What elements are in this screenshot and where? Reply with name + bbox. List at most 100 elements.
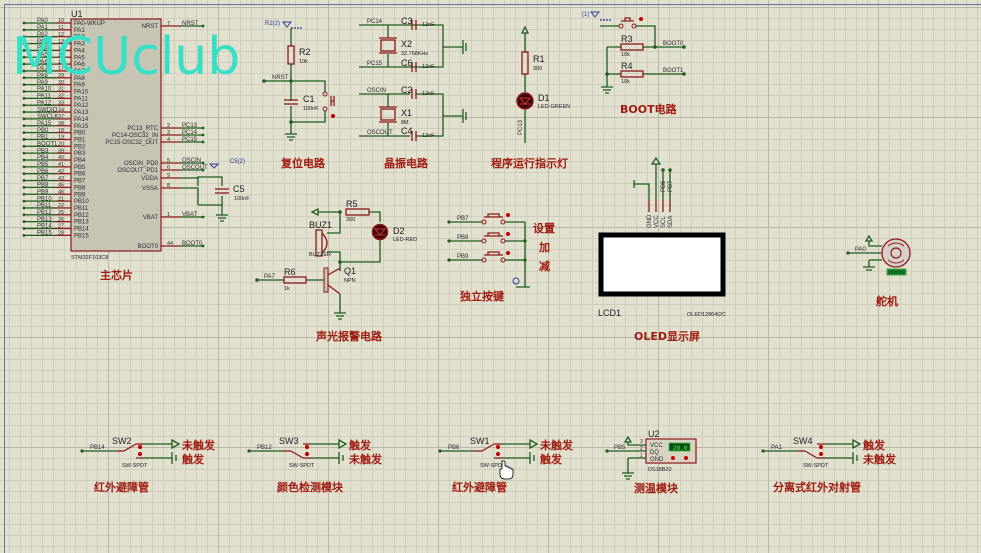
- mcu-pin-name: PA13: [74, 110, 89, 116]
- switch-ref: SW4: [793, 436, 813, 446]
- power-icon: [171, 438, 181, 450]
- d1-ref: D1: [538, 93, 550, 103]
- c5-ref: C5: [233, 184, 245, 194]
- mcu-net-label: PC14: [182, 130, 198, 136]
- mcu-net-label: PB11: [37, 203, 52, 209]
- servo-motor[interactable]: PA0 舵机: [846, 234, 911, 308]
- key-button[interactable]: PB8 加: [447, 232, 550, 254]
- u2-pin-num: 3: [640, 439, 643, 445]
- mcu-body[interactable]: [70, 18, 162, 252]
- mcu-net-label: BOOT0: [182, 241, 203, 247]
- temp-up-button[interactable]: [684, 456, 688, 460]
- r1-value: 300: [533, 66, 542, 72]
- mcu-net-label: NRST: [182, 21, 199, 27]
- led-d2[interactable]: [371, 223, 389, 241]
- u2-pin-num: 2: [640, 446, 643, 452]
- crystal-x2[interactable]: [380, 39, 396, 52]
- mcu-pin-number: 19: [58, 135, 64, 141]
- mcu-pin-number: 22: [58, 203, 64, 209]
- net-terminal[interactable]: [201, 161, 205, 165]
- mcu-pin-number: 16: [58, 59, 64, 65]
- led-title: 程序运行指示灯: [491, 156, 568, 170]
- mcu-part: STM32F103C8: [71, 255, 108, 261]
- servo-indicator: [886, 268, 907, 276]
- mcu-net-label: PC13: [182, 123, 198, 129]
- mcu-pin-number: 28: [58, 231, 64, 237]
- transistor-q1[interactable]: [323, 267, 341, 313]
- mcu-pin-name: PB9: [74, 192, 86, 198]
- reset-button[interactable]: [322, 91, 335, 118]
- net-terminal[interactable]: [201, 215, 205, 219]
- switch-title: 红外避障管: [94, 480, 149, 494]
- temp-net: PB5: [614, 445, 626, 451]
- crystal-circuit[interactable]: PC14 PC15 C3 12nF C6 12nF X2 32.768KHz O…: [359, 16, 467, 170]
- net-terminal[interactable]: [201, 133, 205, 137]
- alarm-circuit[interactable]: R5 300 BUZ1 BUZZER D2 LED-RED PA7 R6 1k …: [255, 199, 417, 343]
- u2-pin-vcc: VCC: [650, 443, 663, 449]
- temp-reading: 28.0: [673, 445, 688, 452]
- buzzer-buz1[interactable]: [315, 229, 328, 257]
- key-net: PB8: [457, 235, 469, 241]
- power-icon: [310, 207, 319, 217]
- switch-top-label: 触发: [348, 438, 372, 452]
- net-terminal[interactable]: [201, 244, 205, 248]
- key-label: 设置: [533, 221, 555, 235]
- resistor-r1[interactable]: [521, 51, 529, 75]
- boot-switch[interactable]: [618, 17, 643, 29]
- led-indicator-circuit[interactable]: R1 300 D1 LED-GREEN PC13 程序运行指示灯: [491, 25, 570, 170]
- power-icon: [864, 234, 874, 242]
- mcu-pin-number: 4: [167, 137, 170, 143]
- mcu-pin-number: 12: [58, 32, 64, 38]
- net-terminal[interactable]: [201, 140, 205, 144]
- resistor-r3[interactable]: [620, 43, 644, 51]
- mcu-net-label: PA10: [37, 87, 52, 93]
- net-terminal[interactable]: [201, 24, 205, 28]
- mcu-net-label: OSCIN: [182, 158, 201, 164]
- key-label: 加: [538, 240, 550, 254]
- mcu-pin-name: BOOT0: [138, 244, 159, 250]
- power-icon: [520, 25, 530, 34]
- crystal-x1[interactable]: [380, 108, 396, 121]
- ground-icon: [529, 452, 535, 464]
- mcu-net-label: BOOT1: [37, 142, 58, 148]
- boot-circuit[interactable]: (1) R3 10k R4 10k BOOT0 BOOT1 BOOT电路: [582, 11, 686, 116]
- switch-bottom-label: 未触发: [862, 452, 897, 466]
- net-terminal[interactable]: [201, 126, 205, 130]
- power-icon: [650, 156, 662, 165]
- net-terminal[interactable]: [201, 168, 205, 172]
- mcu-pin-name: PB4: [74, 158, 86, 164]
- mcu-net-label: PB13: [37, 217, 52, 223]
- resistor-r6[interactable]: [283, 276, 307, 284]
- temp-sensor-u2[interactable]: U2 PB5 3 2 1 VCC DQ GND 28.0 DS18B20 测温模…: [605, 429, 697, 495]
- mcu-pin-name: VBAT: [143, 215, 159, 221]
- reset-circuit[interactable]: R2(2) R2 10k NRST C1 100nF 复位电路: [262, 21, 335, 170]
- resistor-r2[interactable]: [287, 45, 295, 65]
- oled-display[interactable]: PB6 PB7 GND VCC SCL SDA LCD1 OLED12864I2…: [598, 156, 726, 343]
- mcu-pin-number: 7: [167, 21, 170, 27]
- resistor-r4[interactable]: [620, 70, 644, 78]
- temp-down-button[interactable]: [671, 456, 675, 460]
- switch-part: SW-SPDT: [803, 463, 829, 469]
- mcu-ref: U1: [71, 9, 83, 19]
- mcu-pin-number: 43: [58, 176, 64, 182]
- mcu-pin-name: PA2: [74, 35, 86, 41]
- r2-ref: R2: [299, 47, 311, 57]
- q1-ref: Q1: [344, 266, 356, 276]
- oled-screen[interactable]: [598, 232, 726, 297]
- c1-value: 100nF: [303, 106, 319, 112]
- resistor-r5[interactable]: [345, 208, 370, 216]
- led-d1[interactable]: [516, 92, 534, 110]
- mcu-pin-name: PA12: [74, 103, 89, 109]
- r5-value: 300: [346, 217, 355, 223]
- mcu-pin-number: 14: [58, 46, 64, 52]
